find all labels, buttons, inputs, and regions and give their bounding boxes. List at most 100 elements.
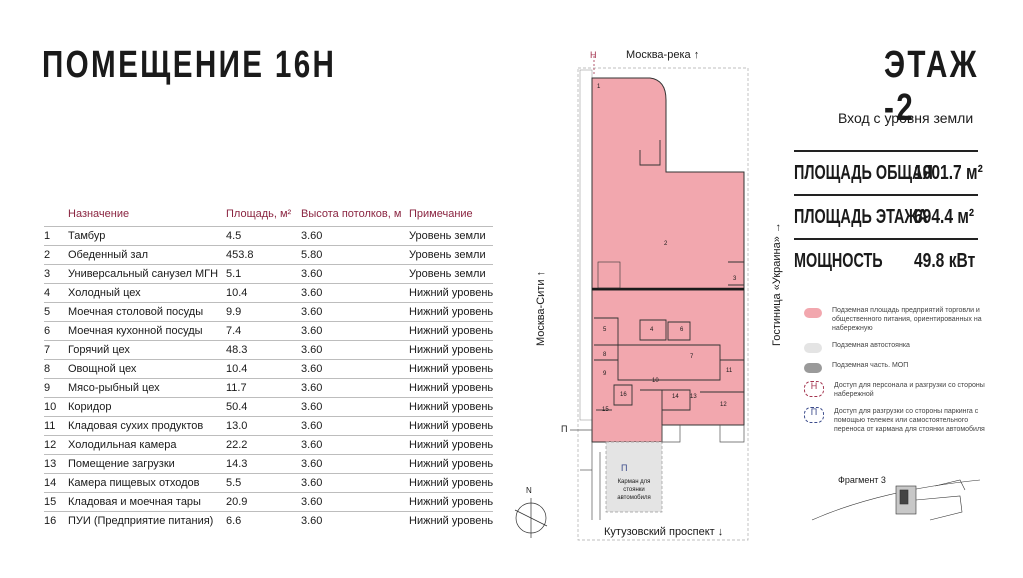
cell-purpose: Тамбур (68, 226, 226, 246)
north-street: Москва-река (626, 49, 691, 61)
room-number-2: 2 (664, 241, 668, 247)
room-number-10: 10 (652, 378, 659, 384)
compass-line-ew (514, 509, 548, 527)
cell-note: Уровень земли (409, 264, 494, 284)
cell-note: Нижний уровень (409, 416, 494, 436)
cell-height: 3.60 (301, 264, 409, 284)
cell-purpose: ПУИ (Предприятие питания) (68, 511, 226, 530)
room-number-5: 5 (603, 327, 607, 333)
cell-purpose: Помещение загрузки (68, 454, 226, 474)
legend-item: Подземная автостоянка (804, 341, 989, 353)
staff-entry-marker-icon: Н (804, 381, 824, 397)
room-number-6: 6 (680, 327, 684, 333)
cell-note: Нижний уровень (409, 397, 494, 417)
cell-number: 14 (44, 473, 68, 493)
cell-note: Уровень земли (409, 226, 494, 246)
cell-height: 3.60 (301, 435, 409, 455)
lower-kitchen-area (591, 289, 745, 443)
fragment-thumbnail (811, 479, 981, 521)
cell-purpose: Овощной цех (68, 359, 226, 379)
cell-height: 3.60 (301, 397, 409, 417)
cell-area: 10.4 (226, 283, 301, 303)
cell-area: 4.5 (226, 226, 301, 246)
cell-note: Нижний уровень (409, 473, 494, 493)
cell-area: 13.0 (226, 416, 301, 436)
cell-purpose: Мясо-рыбный цех (68, 378, 226, 398)
room-number-13: 13 (690, 394, 697, 400)
cell-area: 6.6 (226, 511, 301, 530)
arrow-down-icon: ↓ (717, 526, 724, 538)
cell-purpose: Холодильная камера (68, 435, 226, 455)
cell-height: 3.60 (301, 473, 409, 493)
cell-note: Нижний уровень (409, 283, 494, 303)
east-street: Гостиница «Украина» (771, 236, 783, 346)
cell-height: 3.60 (301, 340, 409, 360)
room-number-11: 11 (726, 368, 733, 374)
cell-height: 3.60 (301, 283, 409, 303)
room-number-12: 12 (720, 402, 727, 408)
east-street-label: Гостиница «Украина» → (771, 222, 783, 346)
cell-area: 22.2 (226, 435, 301, 455)
table-header-row: Назначение Площадь, м² Высота потолков, … (44, 206, 493, 227)
cell-note: Нижний уровень (409, 321, 494, 341)
cell-purpose: Горячий цех (68, 340, 226, 360)
room-number-3: 3 (733, 276, 737, 282)
cell-note: Нижний уровень (409, 435, 494, 455)
fragment-label: Фрагмент 3 (838, 475, 886, 485)
cell-number: 11 (44, 416, 68, 436)
stats-panel: ПЛОЩАДЬ ОБЩАЯ 1001.7 м² ПЛОЩАДЬ ЭТАЖА 69… (794, 150, 983, 282)
cell-number: 6 (44, 321, 68, 341)
cell-number: 9 (44, 378, 68, 398)
cell-number: 16 (44, 511, 68, 530)
cell-area: 20.9 (226, 492, 301, 512)
south-street: Кутузовский проспект (604, 526, 715, 538)
cell-area: 453.8 (226, 245, 301, 265)
cell-height: 3.60 (301, 302, 409, 322)
north-street-label: Москва-река ↑ (626, 49, 699, 61)
stat-label: МОЩНОСТЬ (794, 249, 883, 272)
cell-number: 8 (44, 359, 68, 379)
legend-item: Подземная часть. МОП (804, 361, 989, 373)
cell-purpose: Камера пищевых отходов (68, 473, 226, 493)
page-title: ПОМЕЩЕНИЕ 16Н (42, 44, 337, 86)
arrow-up-icon: ↑ (693, 49, 700, 61)
cell-number: 4 (44, 283, 68, 303)
floor-title: ЭТАЖ -2 (884, 44, 979, 129)
cell-area: 5.5 (226, 473, 301, 493)
stat-power: МОЩНОСТЬ 49.8 кВт (794, 238, 978, 282)
cell-note: Нижний уровень (409, 492, 494, 512)
cell-area: 5.1 (226, 264, 301, 284)
cell-height: 3.60 (301, 226, 409, 246)
legend: Подземная площадь предприятий торговли и… (804, 306, 989, 442)
cell-number: 15 (44, 492, 68, 512)
legend-item: Н Доступ для персонала и разгрузки со ст… (804, 381, 989, 399)
room-2-area (591, 77, 745, 291)
cell-purpose: Моечная столовой посуды (68, 302, 226, 322)
cell-note: Нижний уровень (409, 511, 494, 530)
south-street-label: Кутузовский проспект ↓ (604, 526, 723, 538)
cell-purpose: Обеденный зал (68, 245, 226, 265)
site-boundary (577, 67, 749, 541)
cell-area: 11.7 (226, 378, 301, 398)
legend-item: Подземная площадь предприятий торговли и… (804, 306, 989, 333)
cell-number: 1 (44, 226, 68, 246)
cell-note: Нижний уровень (409, 359, 494, 379)
col-header-note: Примечание (409, 208, 473, 220)
cell-height: 3.60 (301, 492, 409, 512)
cell-purpose: Холодный цех (68, 283, 226, 303)
cell-area: 48.3 (226, 340, 301, 360)
cell-purpose: Коридор (68, 397, 226, 417)
